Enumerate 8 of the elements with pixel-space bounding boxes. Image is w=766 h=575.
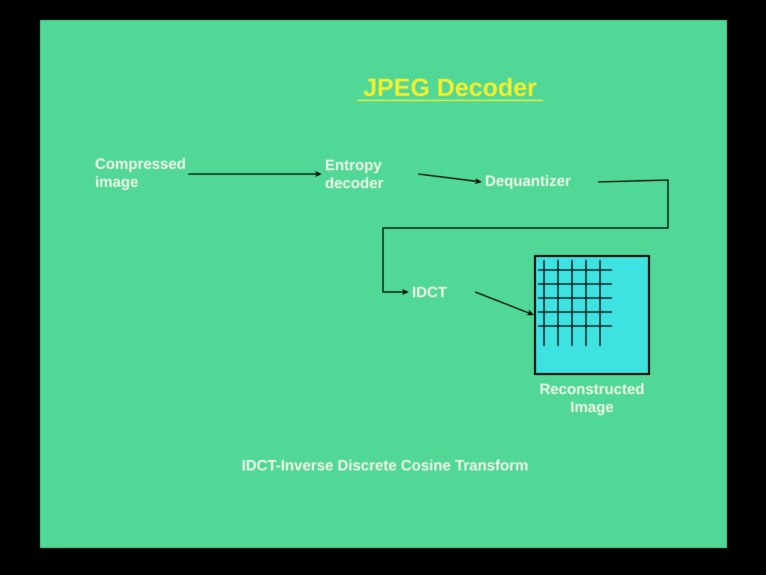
process-text: IDCT: [413, 286, 447, 298]
title: JPEG Decoder: [356, 78, 544, 101]
process-text: Compressed image: [96, 158, 185, 190]
caption-text: Reconstructed Image: [540, 383, 644, 416]
image-grid-drawing: [534, 255, 650, 375]
note-text: IDCT-Inverse Discrete Cosine Transform: [242, 459, 528, 470]
process-text: Dequantizer: [486, 175, 571, 189]
process-text: Entropy decoder: [326, 160, 384, 188]
